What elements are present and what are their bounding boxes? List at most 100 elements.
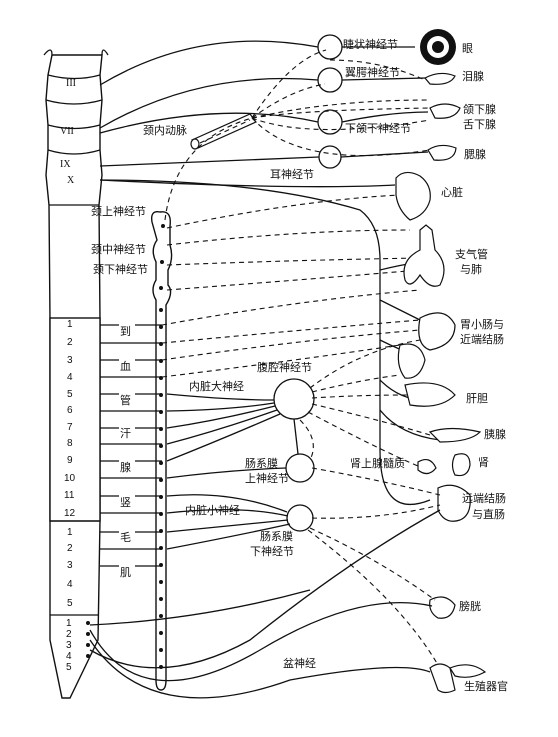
segment-number: 1 (67, 527, 73, 538)
inferior-mesenteric-ganglion-label: 肠系膜 (260, 530, 293, 543)
inferior-cervical-ganglion-label: 颈下神经节 (93, 262, 148, 276)
pancreas-label: 胰腺 (484, 427, 506, 441)
segment-number: 3 (66, 640, 72, 651)
bladder (429, 596, 456, 619)
carotid-artery-label: 颈内动脉 (143, 123, 187, 137)
vessel-word: 管 (120, 393, 131, 407)
vessel-word: 肌 (120, 566, 131, 579)
genital-organs-label: 生殖器官 (464, 679, 508, 693)
chain-ganglion-dot (159, 444, 163, 448)
chain-ganglion-dot (159, 325, 163, 329)
splanchnic-fibers (166, 393, 299, 550)
adrenal-medulla (417, 458, 437, 475)
segment-number: 1 (66, 618, 72, 629)
lungs (403, 224, 445, 287)
superior-cervical-ganglion-label: 颈上神经节 (91, 204, 146, 218)
vagus-nerve (99, 179, 431, 505)
segment-number: 1 (67, 319, 73, 330)
cranial-parasympathetic-fibers (99, 40, 429, 167)
superior-mesenteric-ganglion-label: 上神经节 (245, 471, 289, 485)
vessel-word: 竖 (120, 496, 131, 509)
vessel-word: 到 (120, 325, 131, 338)
parotid-gland (427, 144, 457, 161)
vessel-word: 血 (120, 359, 131, 373)
segment-number: 3 (67, 355, 73, 366)
colon (437, 484, 471, 522)
segment-number: 5 (66, 662, 72, 673)
submandibular-gland (429, 103, 461, 119)
chain-ganglion-dot (159, 478, 163, 482)
submandibular-ganglion-label: 下颌下神经节 (345, 121, 411, 135)
bladder-label: 膀胱 (459, 599, 481, 613)
chain-ganglion-dot (159, 461, 163, 465)
pterygopalatine-ganglion (317, 67, 343, 93)
submandibular-gland-label: 颌下腺 (463, 102, 496, 116)
pancreas (428, 427, 482, 443)
chain-ganglion-dot (159, 614, 163, 618)
segment-number: 2 (67, 543, 73, 554)
kidney-label: 肾 (478, 456, 489, 469)
postganglionic-abdominal-fibers (299, 339, 441, 666)
segment-number: 8 (67, 438, 73, 449)
sublingual-gland-label: 舌下腺 (463, 117, 496, 131)
middle-cervical-ganglion-label: 颈中神经节 (91, 242, 146, 256)
chain-ganglion-dot (159, 308, 163, 312)
segment-number: 2 (66, 629, 72, 640)
vagus-to-heart (99, 179, 396, 188)
ciliary-ganglion-label: 睫状神经节 (343, 37, 398, 51)
segment-number: 5 (67, 598, 73, 609)
cranial-nerve-label: III (66, 78, 76, 89)
sacral-segment-numbers: 1 2 3 4 5 (66, 618, 72, 673)
stomach-label: 近端结肠 (460, 333, 504, 346)
stomach (418, 312, 456, 351)
stomach-label: 胃小肠与 (460, 318, 504, 331)
liver (404, 382, 456, 407)
spinal-cord (43, 49, 109, 699)
parotid-gland-label: 腮腺 (464, 147, 486, 161)
vessel-word: 毛 (120, 531, 131, 544)
chain-ganglion-dot (159, 597, 163, 601)
sympathetic-thoracic-fibers (161, 194, 421, 378)
pterygopalatine-ganglion-label: 翼腭神经节 (345, 65, 400, 79)
otic-ganglion-label: 耳神经节 (270, 167, 314, 181)
heart (395, 171, 431, 221)
kidney (451, 453, 471, 477)
segment-number: 12 (64, 508, 76, 519)
greater-splanchnic-label: 内脏大神经 (189, 379, 244, 393)
segment-number: 7 (67, 422, 73, 433)
segment-number: 3 (67, 560, 73, 571)
segment-number: 10 (64, 473, 76, 484)
chain-ganglion-dot (159, 648, 163, 652)
liver-label: 肝胆 (466, 392, 488, 405)
inferior-mesenteric-ganglion (286, 504, 314, 532)
segment-number: 6 (67, 405, 73, 416)
cranial-nerve-label: X (67, 175, 75, 186)
segment-number: 4 (67, 372, 73, 383)
thoracic-segment-numbers: 1 2 3 4 5 6 7 8 9 10 11 12 (64, 319, 76, 519)
cranial-nerve-labels: III VII IX X (60, 78, 76, 186)
lumbar-segment-numbers: 1 2 3 4 5 (67, 527, 73, 609)
heart-label: 心脏 (441, 186, 463, 199)
segment-number: 2 (67, 337, 73, 348)
superior-mesenteric-ganglion (285, 453, 315, 483)
adrenal-medulla-label: 肾上腺髓质 (350, 456, 405, 470)
celiac-ganglion-label: 腹腔神经节 (257, 360, 312, 374)
segment-number: 5 (67, 389, 73, 400)
inferior-mesenteric-ganglion-label: 下神经节 (250, 544, 294, 558)
colon-label: 远端结肠 (462, 492, 506, 505)
lacrimal-gland-label: 泪腺 (462, 69, 484, 83)
lacrimal-gland (424, 72, 456, 85)
eye-label: 眼 (462, 42, 473, 55)
cranial-nerve-label: IX (60, 159, 71, 170)
chain-ganglion-dot (159, 631, 163, 635)
celiac-ganglion (273, 378, 315, 420)
chain-ganglion-dot (159, 580, 163, 584)
segment-number: 4 (66, 651, 72, 662)
submandibular-ganglion (317, 109, 343, 135)
pelvic-nerve (89, 601, 433, 682)
colon-label: 与直肠 (472, 507, 505, 521)
vessel-word: 汗 (120, 427, 131, 440)
lungs-label: 与肺 (460, 263, 482, 276)
segment-number: 9 (67, 455, 73, 466)
